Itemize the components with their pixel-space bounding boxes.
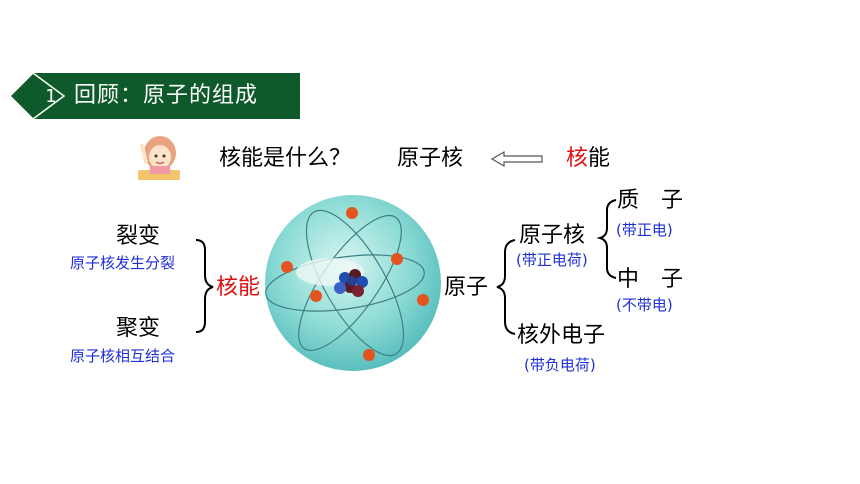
- question-energy: 核能: [566, 148, 610, 170]
- energy-rest: 能: [588, 146, 611, 171]
- proton-charge: (带正电): [616, 221, 673, 239]
- question-nucleus: 原子核: [397, 146, 464, 171]
- proton-label: 质 子: [617, 188, 684, 213]
- nuclear-energy-label: 核能: [216, 275, 261, 300]
- section-header-banner: [8, 72, 300, 120]
- fission-term: 裂变: [116, 224, 161, 249]
- nucleus-charge: (带正电荷): [516, 251, 588, 269]
- atom-label: 原子: [444, 275, 489, 300]
- neutron-label: 中 子: [617, 267, 684, 292]
- section-number: 1: [45, 86, 57, 107]
- question-text: 核能是什么？: [219, 146, 352, 171]
- fission-desc: 原子核发生分裂: [70, 254, 176, 272]
- neutron-charge: (不带电): [616, 296, 673, 314]
- atom-illustration: [265, 195, 441, 371]
- fusion-term: 聚变: [116, 316, 161, 341]
- fusion-desc: 原子核相互结合: [70, 347, 176, 365]
- electron-charge: (带负电荷): [524, 356, 596, 374]
- electron-label: 核外电子: [517, 323, 606, 348]
- girl-thinking-icon: [138, 136, 180, 180]
- section-title: 回顾：原子的组成: [74, 83, 259, 108]
- nucleus-label: 原子核: [519, 223, 586, 248]
- nucleus-bracket: [596, 199, 617, 279]
- energy-highlight: 核: [566, 146, 589, 171]
- left-bracket: [195, 239, 214, 333]
- atom-bracket: [496, 239, 516, 335]
- arrow-left-icon: [490, 150, 543, 168]
